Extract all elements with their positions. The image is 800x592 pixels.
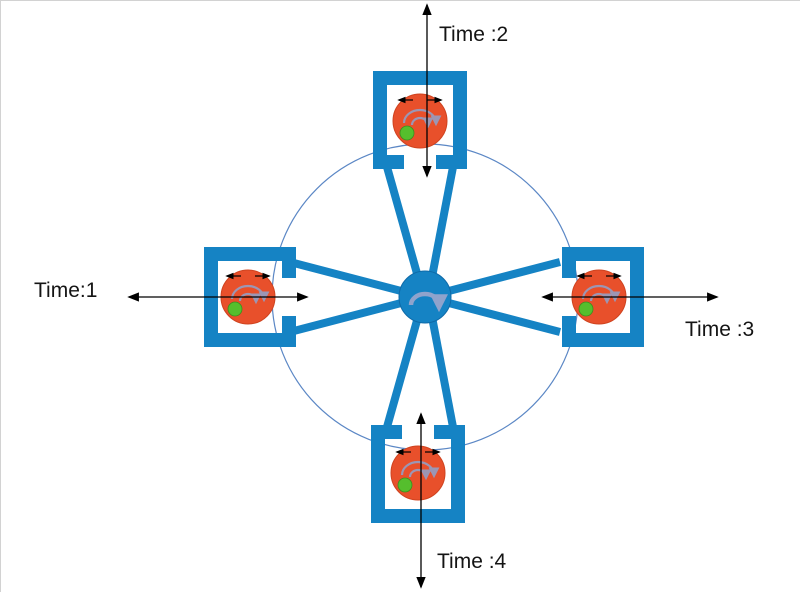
bucket-bracket [371,425,465,523]
label-time-2: Time :2 [439,23,508,46]
pellet-dot [399,125,415,141]
label-time-1: Time:1 [34,279,97,302]
rotation-arrow-icon [408,291,448,313]
arm-bottom-left [383,315,422,429]
pellet-dot [397,477,413,493]
rotor-arms [288,165,562,429]
arm-left-bottom [288,298,407,336]
arm-right-bottom [443,298,562,336]
sample-circle [392,93,448,149]
arm-left-top [288,258,407,296]
bucket-top [373,71,467,169]
bucket-bracket [373,71,467,169]
pellet-dot [578,301,594,317]
time-axes [127,3,719,589]
bucket-bottom [371,425,465,523]
label-time-4: Time :4 [437,550,507,573]
arm-right-top [443,258,562,296]
arm-bottom-right [428,316,457,428]
arm-top-right [428,166,457,278]
sample-circle [390,445,446,501]
hub-circle [398,270,452,324]
rotor-hub [398,270,452,324]
arm-top-left [383,165,422,279]
label-time-3: Time :3 [685,318,754,341]
pellet-dot [227,301,243,317]
